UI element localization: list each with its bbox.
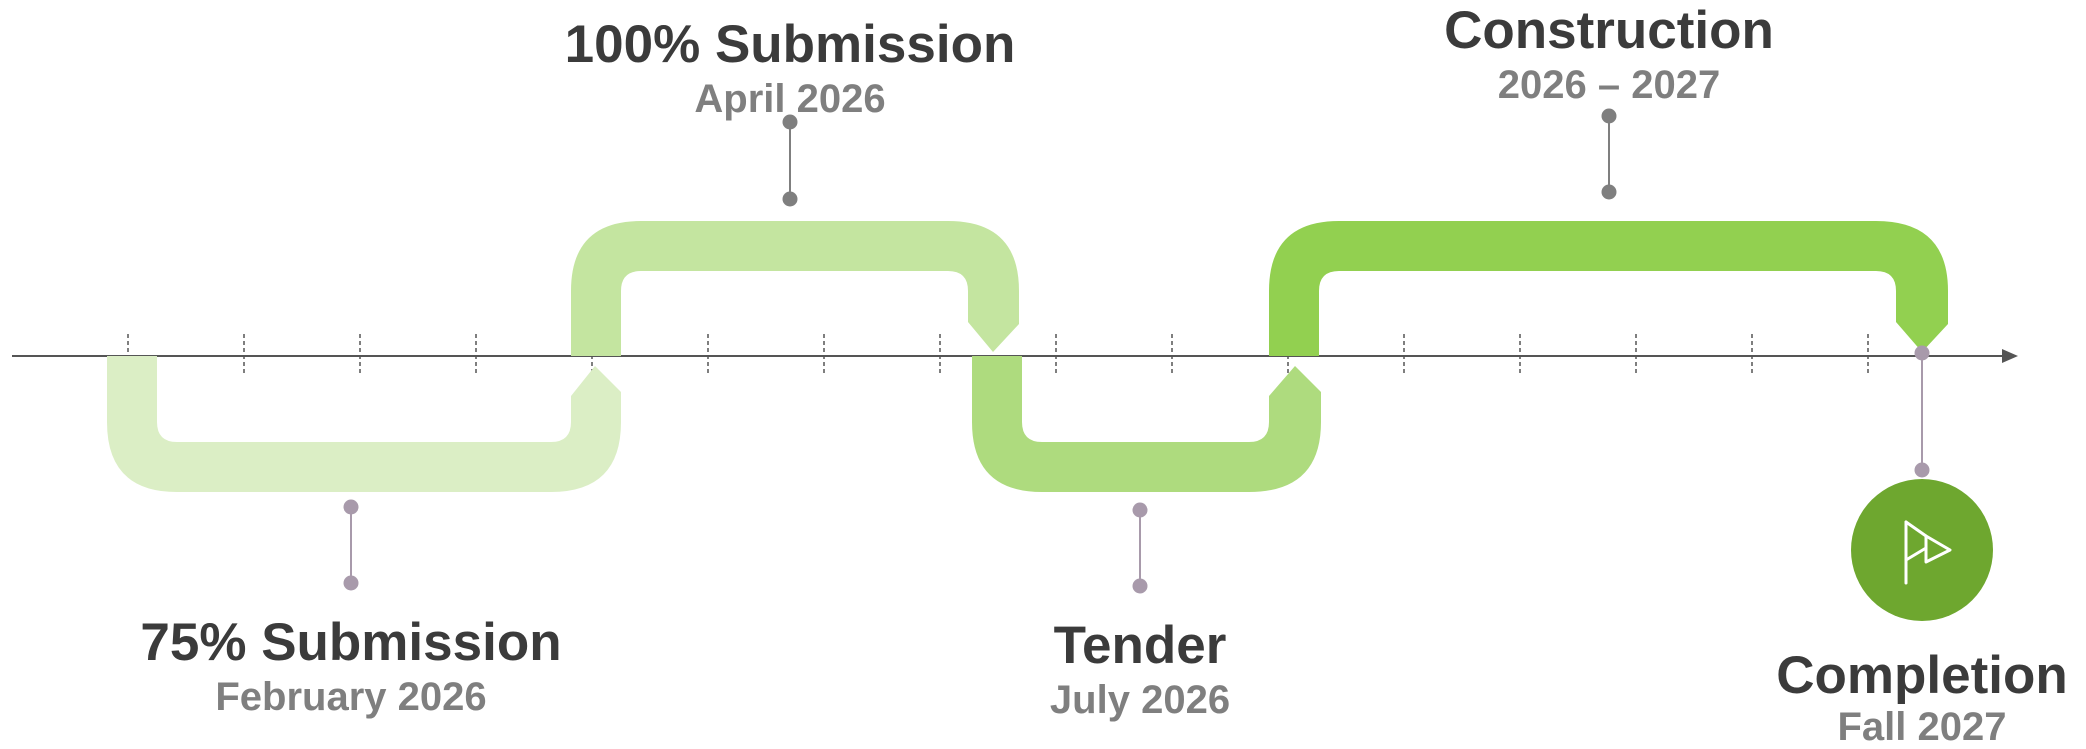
milestone-title: Construction (1444, 1, 1774, 60)
milestone-title: 75% Submission (140, 613, 561, 672)
axis-arrowhead (2002, 349, 2018, 363)
milestone-date: Fall 2027 (1837, 705, 2006, 749)
milestone-date: 2026 – 2027 (1498, 63, 1720, 107)
connector-construction (1601, 108, 1617, 200)
flag-icon (1904, 520, 1952, 585)
connector-75-submission (343, 499, 359, 591)
milestone-100-submission: 100% Submission April 2026 (565, 15, 1016, 121)
connector-100-submission (782, 114, 798, 207)
milestone-title: Completion (1776, 646, 2067, 705)
milestone-construction: Construction 2026 – 2027 (1444, 1, 1774, 107)
milestone-completion: Completion Fall 2027 (1776, 646, 2067, 749)
milestone-tender: Tender July 2026 (1050, 616, 1230, 722)
connector-tender (1132, 502, 1148, 594)
connectors (343, 108, 1930, 594)
milestone-title: Tender (1054, 616, 1227, 675)
milestone-date: February 2026 (215, 675, 486, 719)
connector-completion (1914, 345, 1930, 478)
phase-band-100-submission (571, 221, 1019, 356)
phase-band-75-submission (107, 356, 621, 492)
completion-marker (1851, 479, 1993, 621)
milestone-75-submission: 75% Submission February 2026 (140, 613, 561, 719)
milestone-date: April 2026 (694, 77, 885, 121)
phase-bands (107, 221, 1948, 492)
phase-band-tender (972, 356, 1321, 492)
milestone-labels: 100% Submission April 2026 Construction … (140, 1, 2067, 749)
milestone-title: 100% Submission (565, 15, 1016, 74)
milestone-date: July 2026 (1050, 678, 1230, 722)
phase-band-construction (1269, 221, 1948, 356)
